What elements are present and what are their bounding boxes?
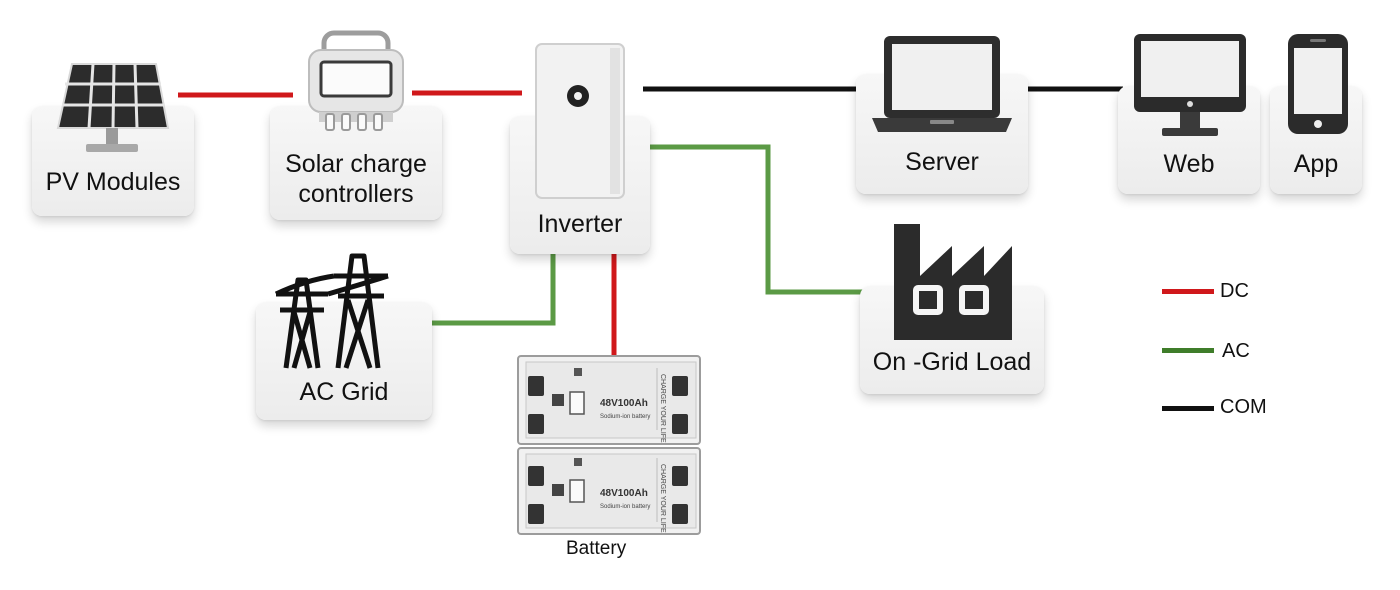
server-label: Server — [905, 148, 979, 176]
solar-charge-controllers-label-line1: Solar charge — [285, 150, 427, 178]
solar-charge-controllers-tile[interactable] — [270, 106, 442, 220]
laptop-icon — [872, 36, 1012, 132]
power-tower-icon — [274, 253, 389, 369]
app-label: App — [1293, 150, 1339, 178]
smartphone-icon — [1288, 34, 1348, 134]
legend-line-com — [1162, 406, 1214, 411]
battery-module-text-lower: 48V100Ah — [600, 488, 648, 499]
solar-panel-icon — [56, 63, 170, 152]
battery-stack[interactable]: 48V100Ah Sodium-ion battery CHARGE YOUR … — [516, 354, 702, 536]
ac-grid-label: AC Grid — [299, 378, 389, 406]
inverter-label: Inverter — [537, 210, 623, 238]
battery-pack-icon: 48V100Ah Sodium-ion battery CHARGE YOUR … — [517, 355, 701, 535]
battery-module-subtext-upper: Sodium-ion battery — [600, 414, 650, 420]
charge-controller-icon — [308, 30, 404, 131]
legend-label-dc: DC — [1220, 280, 1249, 302]
legend-line-ac — [1162, 348, 1214, 353]
solar-charge-controllers-label-line2: controllers — [298, 180, 414, 208]
legend-line-dc — [1162, 289, 1214, 294]
battery-module-text-upper: 48V100Ah — [600, 398, 648, 409]
battery-side-text-lower: CHARGE YOUR LIFE — [659, 464, 666, 533]
inverter-icon — [535, 43, 625, 199]
battery-module-subtext-lower: Sodium-ion battery — [600, 504, 650, 510]
factory-icon — [894, 224, 1012, 340]
web-label: Web — [1163, 150, 1215, 178]
legend-label-com: COM — [1220, 396, 1267, 418]
pv-modules-label: PV Modules — [45, 168, 181, 196]
battery-side-text-upper: CHARGE YOUR LIFE — [659, 374, 666, 443]
on-grid-load-label: On -Grid Load — [872, 348, 1032, 376]
ac-wire-inverter-grid — [408, 252, 556, 326]
battery-label: Battery — [566, 538, 627, 559]
monitor-icon — [1134, 34, 1246, 136]
legend-label-ac: AC — [1222, 340, 1250, 362]
ac-wire-inverter-load — [643, 144, 882, 295]
